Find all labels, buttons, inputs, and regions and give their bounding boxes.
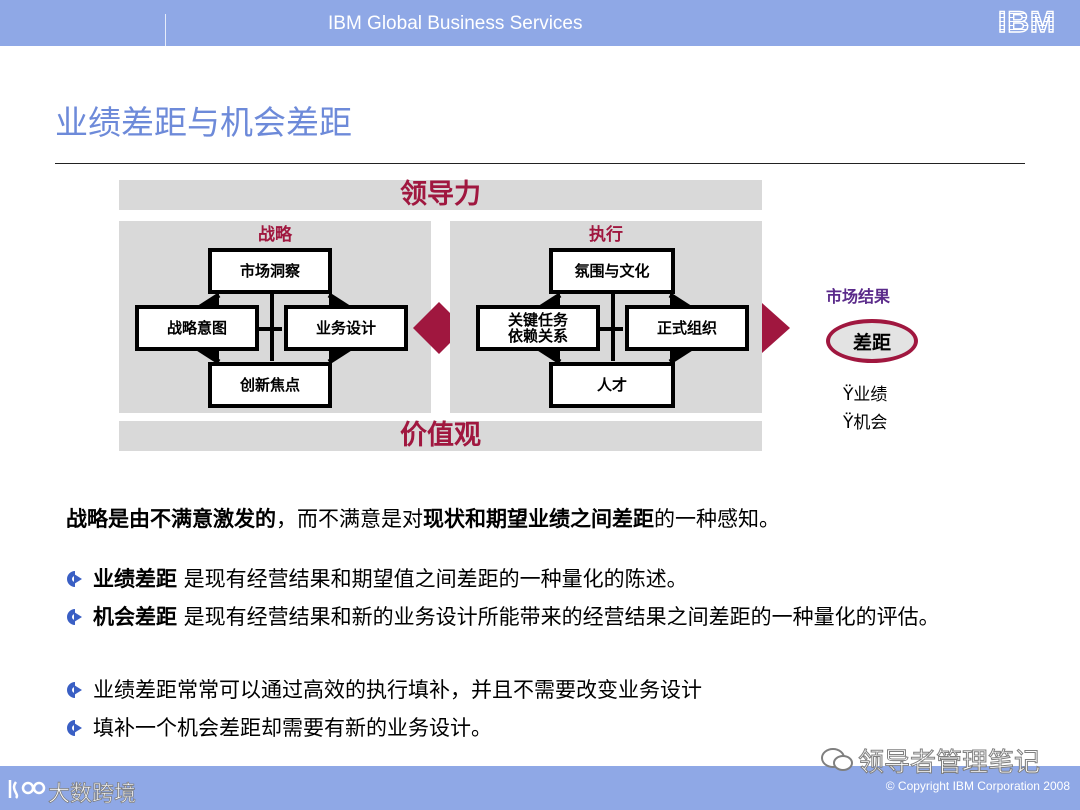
copyright-text: © Copyright IBM Corporation 2008 bbox=[885, 779, 1070, 793]
box-strategic-intent: 战略意图 bbox=[135, 305, 259, 351]
arrow-bullet-icon bbox=[67, 609, 82, 625]
key-tasks-line1: 关键任务 bbox=[507, 311, 568, 329]
bullet-4-text: 填补一个机会差距却需要有新的业务设计。 bbox=[93, 716, 492, 740]
header-bar: IBM Global Business Services bbox=[0, 0, 1080, 46]
header-company-name: IBM Global Business Services bbox=[328, 13, 583, 34]
result-item-performance: Ÿ业绩 bbox=[843, 385, 888, 405]
ibm-logo: IBM bbox=[997, 5, 1056, 39]
box-business-design: 业务设计 bbox=[284, 305, 408, 351]
bullet-1-bold: 业绩差距 bbox=[93, 567, 177, 591]
leadership-bar: 领导力 bbox=[119, 180, 762, 210]
result-item-opportunity: Ÿ机会 bbox=[843, 413, 888, 433]
intro-bold-2: 现状和期望业绩之间差距 bbox=[423, 507, 654, 531]
wechat-watermark: 领导者管理笔记 bbox=[857, 748, 1041, 779]
intro-text-2: 的一种感知。 bbox=[654, 507, 780, 531]
intro-bold-1: 战略是由不满意激发的 bbox=[66, 507, 276, 531]
box-formal-organization: 正式组织 bbox=[625, 305, 749, 351]
leadership-label: 领导力 bbox=[400, 179, 481, 210]
execution-label: 执行 bbox=[589, 225, 623, 245]
intro-text-1: ，而不满意是对 bbox=[276, 507, 423, 531]
site-watermark: 大数跨境 bbox=[48, 782, 137, 808]
strategy-label: 战略 bbox=[258, 225, 292, 245]
bullet-3-text: 业绩差距常常可以通过高效的执行填补，并且不需要改变业务设计 bbox=[93, 678, 702, 702]
bullet-performance-fill: 业绩差距常常可以通过高效的执行填补，并且不需要改变业务设计 bbox=[66, 675, 1016, 705]
execution-to-result-arrow bbox=[762, 303, 790, 353]
box-key-tasks: 关键任务 依赖关系 bbox=[476, 305, 600, 351]
market-result-label: 市场结果 bbox=[826, 287, 891, 306]
box-talent: 人才 bbox=[549, 362, 675, 408]
box-innovation-focus: 创新焦点 bbox=[208, 362, 332, 408]
bullet-2-bold: 机会差距 bbox=[93, 605, 177, 629]
gap-ellipse: 差距 bbox=[826, 319, 918, 363]
values-label: 价值观 bbox=[400, 420, 481, 451]
page-title: 业绩差距与机会差距 bbox=[55, 103, 352, 142]
box-market-insight: 市场洞察 bbox=[208, 248, 332, 294]
intro-sentence: 战略是由不满意激发的，而不满意是对现状和期望业绩之间差距的一种感知。 bbox=[66, 503, 780, 533]
header-divider bbox=[165, 14, 166, 46]
arrow-bullet-icon bbox=[67, 682, 82, 698]
wechat-icon bbox=[821, 748, 853, 771]
bullet-performance-gap: 业绩差距 是现有经营结果和期望值之间差距的一种量化的陈述。 bbox=[66, 564, 1016, 594]
footer-bar bbox=[0, 766, 1080, 810]
values-bar: 价值观 bbox=[119, 421, 762, 451]
bullet-opportunity-fill: 填补一个机会差距却需要有新的业务设计。 bbox=[66, 713, 1016, 743]
arrow-bullet-icon bbox=[67, 720, 82, 736]
bullet-opportunity-gap: 机会差距 是现有经营结果和新的业务设计所能带来的经营结果之间差距的一种量化的评估… bbox=[66, 602, 1006, 632]
title-rule bbox=[55, 163, 1025, 164]
gap-label: 差距 bbox=[852, 331, 891, 354]
arrow-bullet-icon bbox=[67, 571, 82, 587]
bullet-2-text: 是现有经营结果和新的业务设计所能带来的经营结果之间差距的一种量化的评估。 bbox=[177, 605, 940, 629]
box-climate-culture: 氛围与文化 bbox=[549, 248, 675, 294]
key-tasks-line2: 依赖关系 bbox=[507, 327, 568, 345]
site-logo-icon bbox=[8, 780, 46, 799]
bullet-1-text: 是现有经营结果和期望值之间差距的一种量化的陈述。 bbox=[177, 567, 688, 591]
